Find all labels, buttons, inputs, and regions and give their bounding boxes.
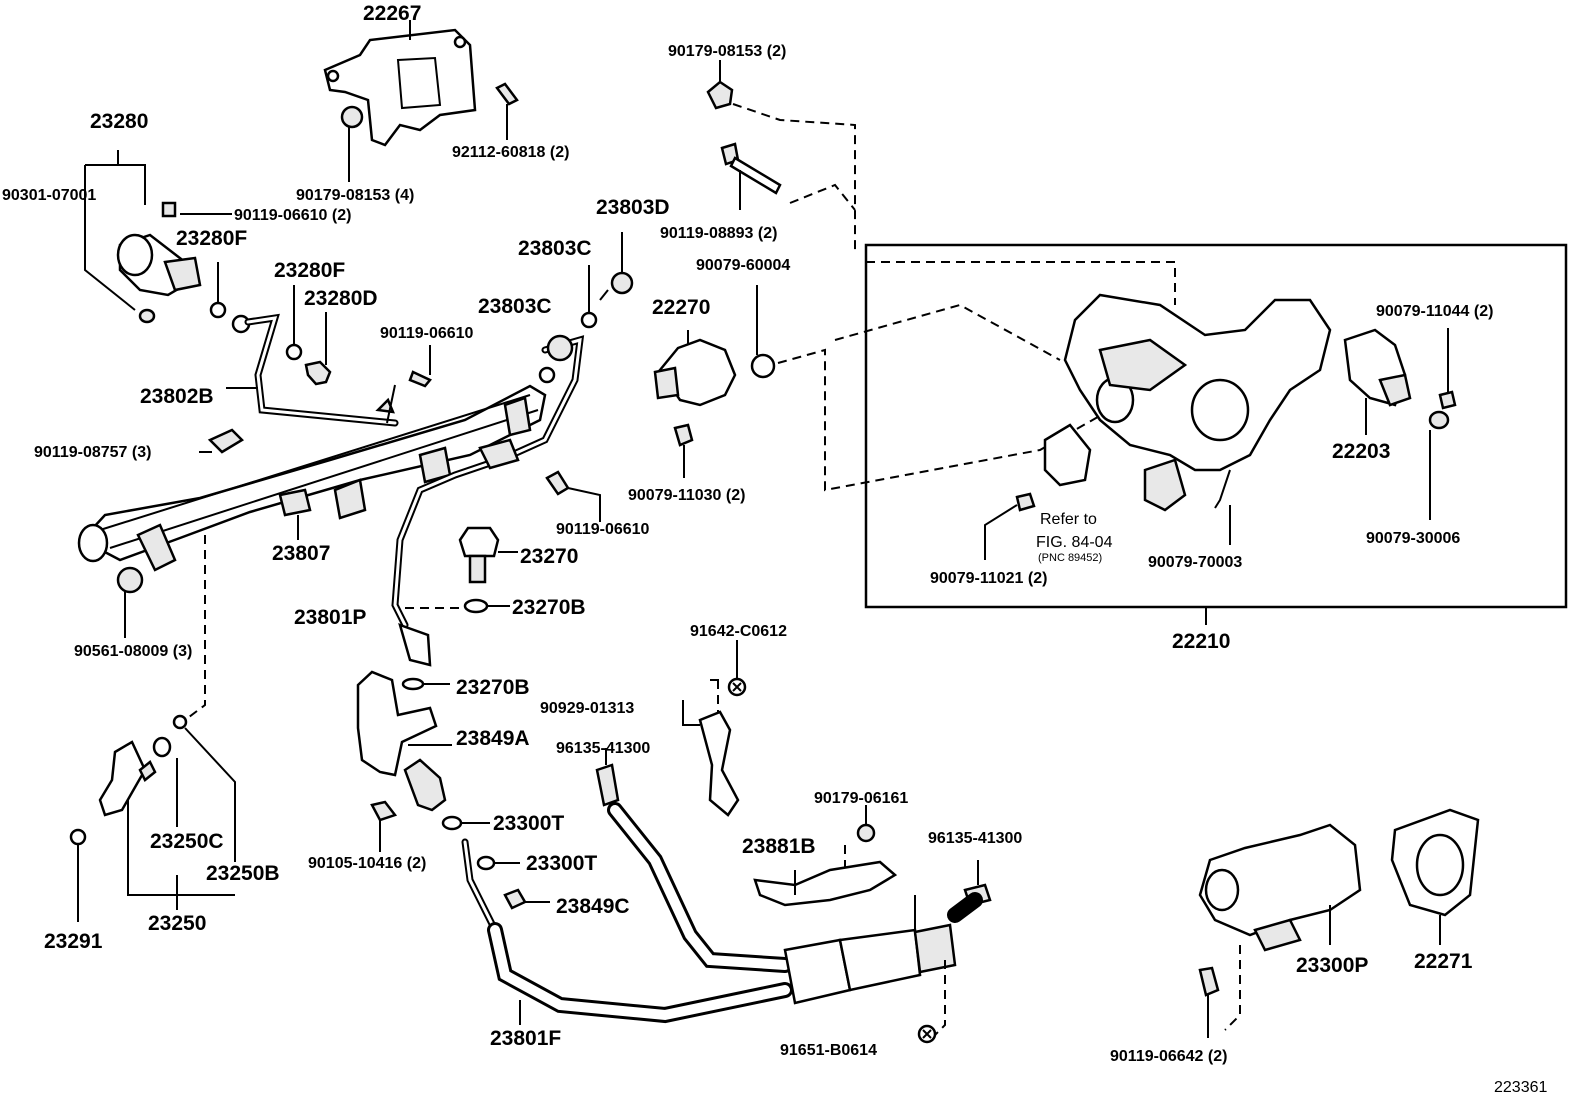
label-90929-01313: 90929-01313 [540, 700, 634, 717]
label-23300T-b: 23300T [526, 852, 597, 875]
gasket-22271-drawing [1390, 808, 1480, 945]
label-23280F-b: 23280F [274, 259, 345, 282]
throttle-mount-hardware-drawing [653, 60, 1111, 492]
label-90079-30006: 90079-30006 [1366, 530, 1460, 547]
label-23250B: 23250B [206, 862, 280, 885]
label-90179-08153-2: 90179-08153 (2) [668, 43, 786, 60]
label-22267: 22267 [363, 2, 421, 25]
label-22271: 22271 [1414, 950, 1473, 973]
label-22210: 22210 [1172, 630, 1230, 653]
label-23807: 23807 [272, 542, 330, 565]
label-90179-06161: 90179-06161 [814, 790, 908, 807]
label-90119-08893: 90119-08893 (2) [660, 225, 777, 242]
label-23849C: 23849C [556, 895, 630, 918]
pressure-regulator-23280-drawing [84, 150, 251, 334]
label-90179-08153-4: 90179-08153 (4) [296, 187, 414, 204]
label-22270: 22270 [652, 296, 710, 319]
label-refer-to: Refer to [1040, 511, 1097, 528]
throttle-body-22210-drawing [864, 243, 1568, 625]
label-90119-06610-a: 90119-06610 [380, 325, 474, 342]
hose-23801F-drawing [461, 748, 992, 1025]
air-valve-23300P-drawing [1198, 823, 1362, 1038]
label-96135-41300-a: 96135-41300 [556, 740, 650, 757]
fuel-rail-23807-drawing [77, 345, 547, 638]
pipe-23802B-drawing [226, 285, 399, 427]
label-90105-10416: 90105-10416 (2) [308, 855, 426, 872]
label-90119-08757: 90119-08757 (3) [34, 444, 151, 461]
label-23250: 23250 [148, 912, 206, 935]
damper-23270-drawing [458, 526, 518, 614]
label-23803D: 23803D [596, 196, 670, 219]
bracket-23849A-drawing [356, 670, 550, 910]
label-23300P: 23300P [1296, 954, 1368, 977]
label-90301-07001: 90301-07001 [2, 187, 96, 204]
label-90561-08009: 90561-08009 (3) [74, 643, 192, 660]
injector-23250-drawing [69, 535, 236, 922]
label-23801F: 23801F [490, 1027, 561, 1050]
label-90079-11044: 90079-11044 (2) [1376, 303, 1493, 320]
label-23801P: 23801P [294, 606, 366, 629]
label-23280D: 23280D [304, 287, 378, 310]
pipe-23801P-drawing [391, 232, 634, 667]
label-90079-11030: 90079-11030 (2) [628, 487, 745, 504]
label-90119-06610-b: 90119-06610 [556, 521, 650, 538]
label-fig-ref: FIG. 84-04 [1036, 534, 1113, 551]
label-90119-06610-2: 90119-06610 (2) [234, 207, 351, 224]
label-90119-06642: 90119-06642 (2) [1110, 1048, 1227, 1065]
label-22203: 22203 [1332, 440, 1390, 463]
label-23802B: 23802B [140, 385, 214, 408]
label-pnc-ref: (PNC 89452) [1038, 552, 1102, 564]
label-23300T-a: 23300T [493, 812, 564, 835]
label-23270: 23270 [520, 545, 578, 568]
label-96135-41300-b: 96135-41300 [928, 830, 1022, 847]
label-23291: 23291 [44, 930, 103, 953]
label-23803C-b: 23803C [478, 295, 552, 318]
label-90079-60004: 90079-60004 [696, 257, 790, 274]
bracket-23881B-drawing [753, 805, 946, 1044]
label-91642-C0612: 91642-C0612 [690, 623, 787, 640]
label-23280F-a: 23280F [176, 227, 247, 250]
label-23280: 23280 [90, 110, 148, 133]
label-23849A: 23849A [456, 727, 530, 750]
label-23250C: 23250C [150, 830, 224, 853]
diagram-id: 223361 [1494, 1079, 1547, 1096]
label-23881B: 23881B [742, 835, 816, 858]
label-90079-70003: 90079-70003 [1148, 554, 1242, 571]
bracket-90929-drawing [682, 640, 747, 817]
label-91651-B0614: 91651-B0614 [780, 1042, 877, 1059]
label-90079-11021: 90079-11021 (2) [930, 570, 1047, 587]
label-23270B-a: 23270B [512, 596, 586, 619]
label-23803C-a: 23803C [518, 237, 592, 260]
label-23270B-b: 23270B [456, 676, 530, 699]
label-92112-60818: 92112-60818 (2) [452, 144, 569, 161]
bracket-22267-drawing [323, 20, 519, 182]
